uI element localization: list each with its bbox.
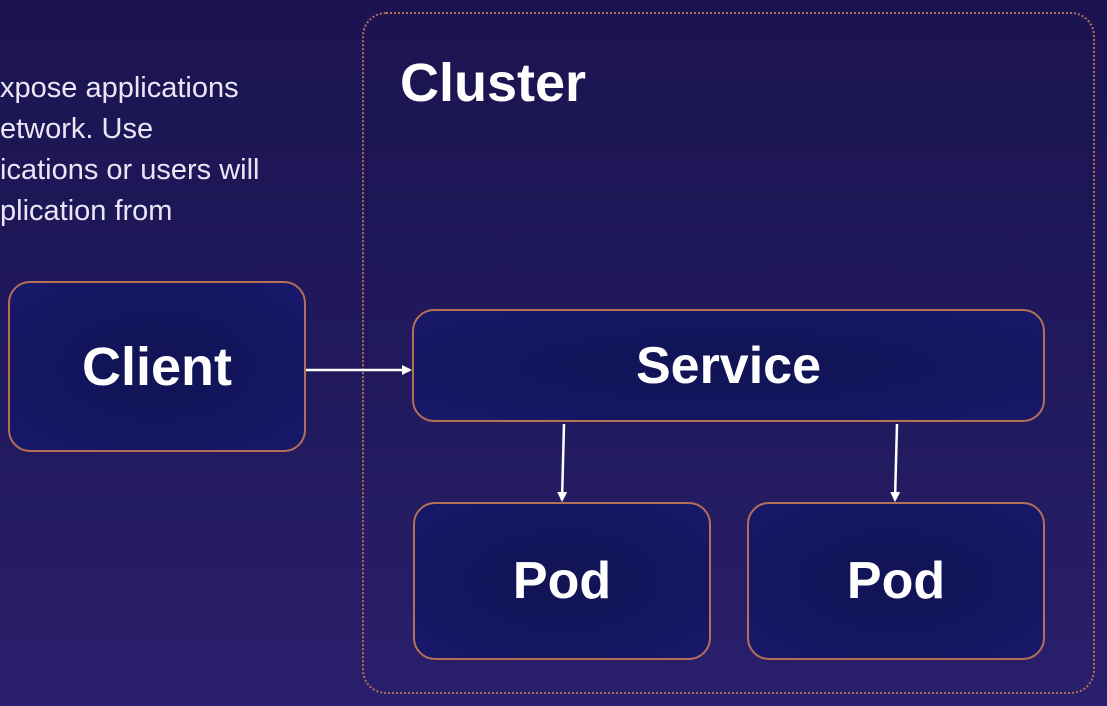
service-to-pod1-arrow [557, 423, 568, 502]
description-line: xpose applications [0, 72, 239, 104]
pod-node-2: Pod [747, 502, 1045, 660]
service-node: Service [412, 309, 1045, 422]
description-text: xpose applications etwork. Use ications … [0, 68, 340, 232]
service-label: Service [635, 336, 822, 395]
client-node: Client [8, 281, 306, 452]
pod-label-1: Pod [512, 552, 612, 610]
pod-label-2: Pod [846, 552, 946, 610]
cluster-title: Cluster [400, 53, 587, 113]
service-to-pod2-arrow [890, 423, 901, 502]
description-line: plication from [0, 195, 173, 227]
pod-node-1: Pod [413, 502, 711, 660]
description-line: ications or users will [0, 154, 260, 186]
description-line: etwork. Use [0, 113, 154, 145]
client-label: Client [81, 336, 232, 397]
cluster-boundary [362, 12, 1095, 694]
